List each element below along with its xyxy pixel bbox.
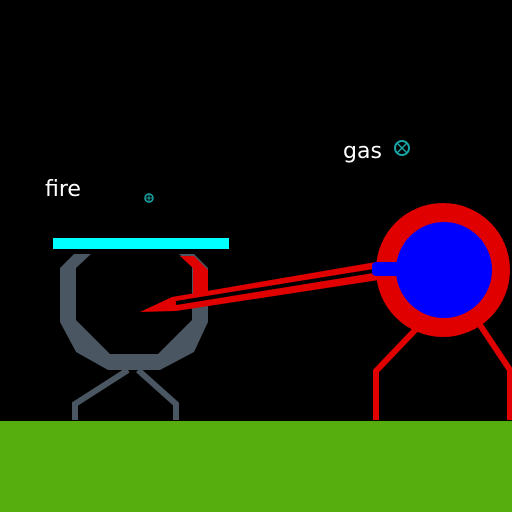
pot-lid[interactable]	[53, 238, 229, 249]
pot-body	[60, 254, 208, 370]
pot-stand	[72, 367, 179, 420]
gas-hose[interactable]	[140, 262, 392, 312]
gas-tank-valve	[396, 222, 492, 318]
gas-marker-icon[interactable]	[394, 140, 410, 156]
ground-grass	[0, 421, 512, 512]
gas-tank-stand	[373, 320, 512, 420]
fire-label: fire	[45, 177, 81, 202]
gas-tank-nozzle	[372, 262, 402, 276]
gas-tank[interactable]	[372, 203, 510, 337]
gas-label: gas	[343, 139, 382, 164]
fire-marker-icon[interactable]	[144, 193, 154, 203]
